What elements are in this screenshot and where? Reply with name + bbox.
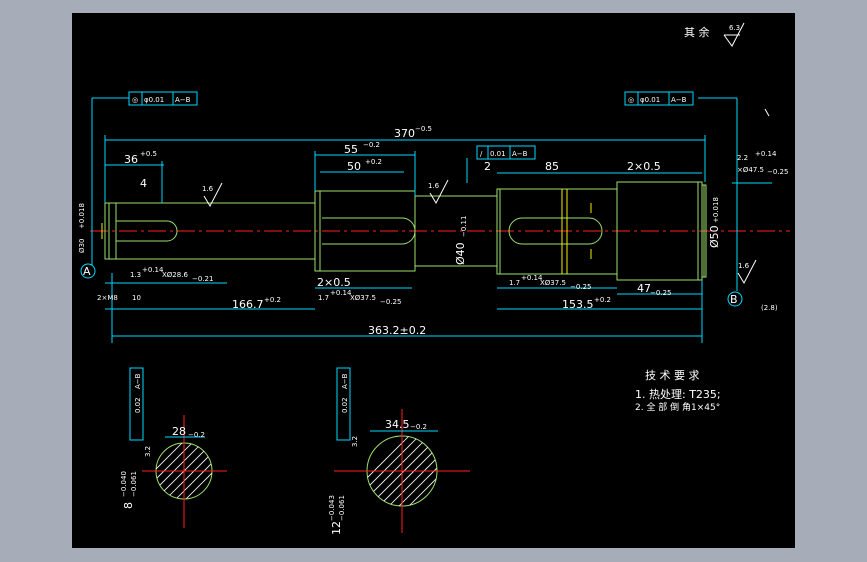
svg-text:◎: ◎ [132,96,138,104]
svg-text:3.2: 3.2 [144,446,152,457]
roughness-note-value: 6.3 [729,24,740,32]
svg-text:−0.5: −0.5 [415,125,432,133]
svg-text:XØ37.5: XØ37.5 [350,294,376,302]
svg-text:8: 8 [122,502,135,509]
svg-text:1.6: 1.6 [428,182,440,190]
svg-text:−0.25: −0.25 [650,289,671,297]
svg-text:1.7: 1.7 [318,294,329,302]
svg-text:153.5: 153.5 [562,298,594,311]
datum-a-circle [80,263,96,279]
svg-text:3.2: 3.2 [351,436,359,447]
svg-text:−0.061: −0.061 [338,495,346,521]
shaft-outline [101,181,707,281]
svg-text:2.2: 2.2 [737,154,748,162]
svg-text:1.6: 1.6 [738,262,750,270]
shaft-drawing: 其 余 6.3 [78,22,790,535]
svg-text:10: 10 [132,294,141,302]
dia-40-text: Ø40 [454,242,467,265]
datum-b-label: B [730,293,738,306]
tolerance-frame-1: ◎ φ0.01 A−B [128,91,198,106]
svg-text:2: 2 [484,160,491,173]
section-1: 28 −0.2 0.02 A−B 3.2 8 −0.040 −0.061 [120,367,227,528]
svg-text:+0.2: +0.2 [594,296,611,304]
svg-text:−0.25: −0.25 [767,168,788,176]
roughness-symbol-icon [723,22,745,47]
svg-text:36: 36 [124,153,138,166]
svg-text:+0.14: +0.14 [521,274,543,282]
tolerance-frame-3: / 0.01 A−B [476,145,536,160]
svg-text:−0.2: −0.2 [410,423,427,431]
svg-text:166.7: 166.7 [232,298,264,311]
svg-text:47: 47 [637,282,651,295]
svg-text:A−B: A−B [175,96,191,104]
svg-text:+0.14: +0.14 [142,266,164,274]
svg-text:+0.5: +0.5 [140,150,157,158]
svg-text:0.02: 0.02 [341,397,349,413]
svg-text:−0.2: −0.2 [188,431,205,439]
svg-text:0.02: 0.02 [134,397,142,413]
svg-text:−0.25: −0.25 [570,283,591,291]
svg-text:1.7: 1.7 [509,279,520,287]
svg-text:363.2±0.2: 363.2±0.2 [368,324,426,337]
svg-text:A−B: A−B [671,96,687,104]
svg-text:+0.2: +0.2 [365,158,382,166]
svg-text:2×M8: 2×M8 [97,294,118,302]
svg-text:+0.2: +0.2 [264,296,281,304]
svg-text:φ0.01: φ0.01 [640,96,660,104]
svg-text:−0.043: −0.043 [328,495,336,521]
svg-text:−0.061: −0.061 [130,471,138,497]
svg-text:XØ28.6: XØ28.6 [162,271,188,279]
svg-text:×Ø47.5: ×Ø47.5 [737,166,764,174]
svg-text:+0.14: +0.14 [330,289,352,297]
section-2: 34.5 −0.2 0.02 A−B 3.2 12 −0.043 −0.061 [328,367,470,535]
datum-a-label: A [83,265,91,278]
svg-text:0.01: 0.01 [490,150,506,158]
dia-40-tol: −0.11 [460,216,468,237]
svg-text:34.5: 34.5 [385,418,410,431]
svg-text:12: 12 [330,521,343,535]
roughness-note-label: 其 余 [684,25,710,39]
tech-req-item-1: 1. 热处理: T235; [635,388,721,401]
tech-req-item-2: 2. 全 部 倒 角1×45° [635,401,720,413]
svg-text:85: 85 [545,160,559,173]
roughness-marks: 1.6 1.6 1.6 (2.8) [202,108,778,312]
svg-text:−0.21: −0.21 [192,275,213,283]
svg-text:φ0.01: φ0.01 [144,96,164,104]
svg-text:+0.14: +0.14 [755,150,777,158]
svg-text:4: 4 [140,177,147,190]
svg-text:◎: ◎ [628,96,634,104]
svg-text:28: 28 [172,425,186,438]
svg-text:2×0.5: 2×0.5 [627,160,661,173]
svg-text:A−B: A−B [134,373,142,389]
svg-text:−0.25: −0.25 [380,298,401,306]
svg-text:−0.040: −0.040 [120,471,128,497]
tolerance-frame-2: ◎ φ0.01 A−B [624,91,694,106]
svg-text:(2.8): (2.8) [761,304,778,312]
svg-text:A−B: A−B [341,373,349,389]
svg-text:50: 50 [347,160,361,173]
svg-text:/: / [480,150,483,158]
dia-30-tol: +0.018 [78,203,86,229]
dia-30-text: Ø30 [78,239,86,253]
dimension-texts: 370 −0.5 55 −0.2 50 +0.2 36 +0.5 4 85 2 … [97,125,788,337]
svg-text:55: 55 [344,143,358,156]
dia-50-text: Ø50 [708,225,721,248]
datum-b-circle [727,291,743,307]
svg-text:A−B: A−B [512,150,528,158]
svg-text:370: 370 [394,127,415,140]
svg-text:2×0.5: 2×0.5 [317,276,351,289]
dimension-lines [91,97,772,343]
tech-req-title: 技 术 要 求 [645,369,700,382]
svg-text:−0.2: −0.2 [363,141,380,149]
drawing-sheet: 其 余 6.3 [72,13,795,548]
svg-text:1.6: 1.6 [202,185,214,193]
dia-50-tol: +0.018 [712,197,720,223]
svg-text:XØ37.5: XØ37.5 [540,279,566,287]
svg-text:1.3: 1.3 [130,271,141,279]
